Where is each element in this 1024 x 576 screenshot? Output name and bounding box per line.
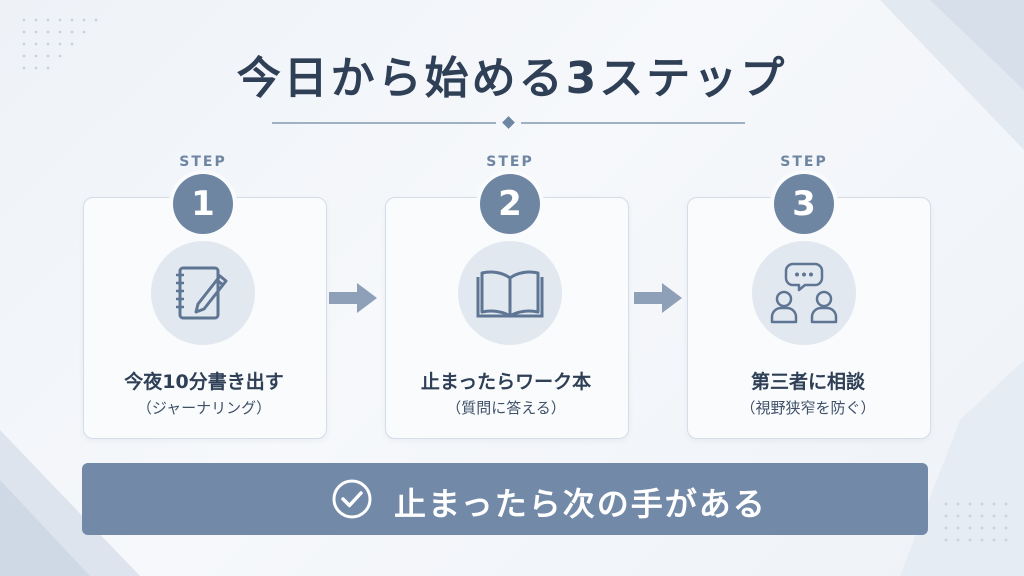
consultation-icon: [770, 262, 838, 324]
step-subtitle-1: （ジャーナリング）: [136, 399, 272, 417]
step-number-1: 1: [173, 174, 233, 234]
conclusion-banner: 止まったら次の手がある: [82, 463, 928, 535]
title-divider-left: [272, 122, 496, 124]
step-title-3: 第三者に相談: [750, 371, 865, 393]
page-title: 今日から始める3ステップ: [236, 53, 788, 104]
step-label-3: STEP: [780, 154, 828, 170]
step-title-1: 今夜10分書き出す: [124, 371, 284, 393]
step-icon-bg-3: [752, 241, 856, 345]
step-subtitle-3: （視野狭窄を防ぐ）: [740, 399, 876, 417]
step-label-2: STEP: [486, 154, 534, 170]
arrow-right-icon: [329, 283, 377, 313]
step-icon-bg-1: [151, 241, 255, 345]
step-icon-bg-2: [458, 241, 562, 345]
title-divider-right: [521, 122, 745, 124]
step-label-1: STEP: [179, 154, 227, 170]
step-number-2: 2: [480, 174, 540, 234]
check-circle-icon: [332, 479, 372, 519]
step-title-2: 止まったらワーク本: [420, 371, 592, 393]
arrow-right-icon: [634, 283, 682, 313]
notebook-pen-icon: [176, 266, 228, 320]
step-subtitle-2: （質問に答える）: [446, 399, 566, 417]
banner-text: 止まったら次の手がある: [394, 485, 767, 523]
open-book-icon: [476, 270, 544, 318]
step-number-3: 3: [774, 174, 834, 234]
